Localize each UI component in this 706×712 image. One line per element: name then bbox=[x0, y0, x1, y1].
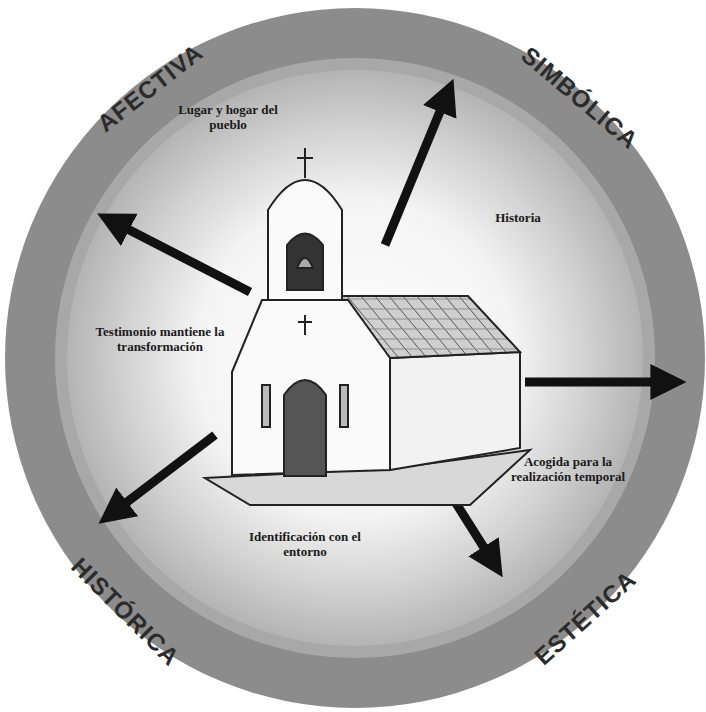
arrow bbox=[110, 435, 215, 515]
ring-band bbox=[55, 58, 655, 658]
note-text: Acogida para la realización temporal bbox=[498, 455, 638, 485]
arrow bbox=[385, 92, 448, 245]
door bbox=[284, 380, 326, 476]
bell bbox=[297, 258, 313, 268]
church bbox=[205, 148, 530, 505]
cross bbox=[297, 157, 313, 159]
cross bbox=[304, 315, 306, 335]
facade bbox=[232, 300, 390, 475]
cross bbox=[304, 148, 306, 178]
outer-ring bbox=[5, 8, 705, 708]
note-text: Identificación con el entorno bbox=[245, 530, 365, 560]
note-text: Lugar y hogar del pueblo bbox=[168, 103, 288, 133]
note-text: Historia bbox=[463, 211, 573, 226]
arrow bbox=[525, 378, 672, 387]
side-wall bbox=[390, 352, 520, 470]
cross bbox=[298, 321, 312, 323]
arrow bbox=[110, 220, 250, 292]
window bbox=[262, 385, 270, 427]
bell-tower bbox=[268, 180, 342, 300]
window bbox=[340, 385, 348, 427]
bell-opening bbox=[287, 234, 323, 291]
note-text: Testimonio mantiene la transformación bbox=[90, 325, 230, 355]
inner-disc bbox=[67, 70, 643, 646]
